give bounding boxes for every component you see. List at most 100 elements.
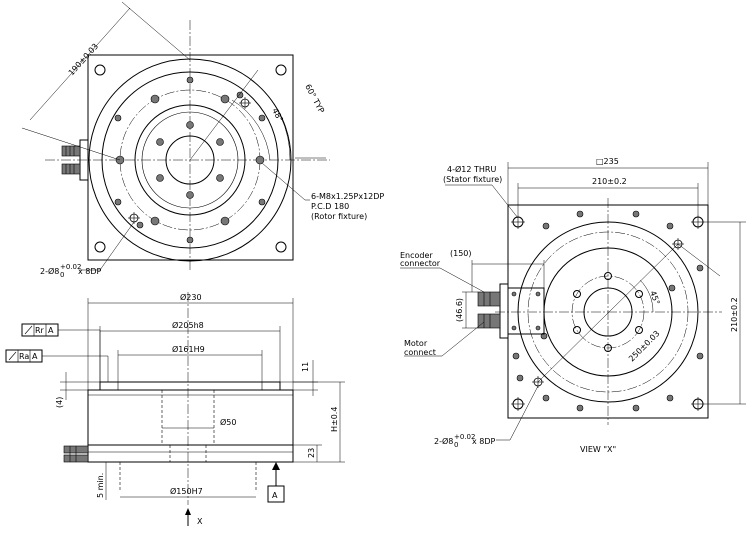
rotor-fixture-holes [115,94,265,226]
outer-hole [258,114,266,122]
rotor-hole [220,94,230,104]
top-view-corner-hole [94,64,106,76]
dim-161-group: Ø161H9 [117,344,263,382]
dim-46: (46.6) [455,298,464,322]
side-view-base [87,444,294,463]
outer-hole [258,198,266,206]
side-view-connector [63,445,89,463]
dim-210-side: 210±0.2 [730,297,739,332]
dim-23-group: 23 [293,444,322,462]
view-x-pin-tol-up: +0.02 [454,433,475,441]
view-x-pin-suffix: x 8DP [472,437,496,446]
top-view-corner-hole [275,64,287,76]
inner-hole [186,191,194,199]
rotor-hole [255,155,265,165]
dim-11-group: 11 [280,360,318,396]
datum-a-label: A [272,491,278,500]
inner-hole [156,138,164,146]
view-x-title: VIEW "X" [580,445,616,454]
stator-note-1: 4-Ø12 THRU [447,164,496,174]
dim-235: □235 [596,157,619,166]
pin-note-suffix: x 8DP [78,267,102,276]
dim-h: H±0.4 [330,407,339,432]
runout-ra-datum: A [32,352,38,361]
dim-230-group: Ø230 [87,292,294,390]
view-x-pin-main: 2-Ø8 [434,436,453,446]
dim-230: Ø230 [180,292,202,302]
dim-150-view-x-group: (150) [450,249,545,292]
dim-235-group: □235 [507,157,709,205]
top-view-diagonal-dim: 190±0.03 [21,1,191,161]
inner-hole [186,121,194,129]
outer-hole [186,236,194,244]
dim-150-view-x: (150) [450,249,472,258]
dim-50-group: Ø50 [162,417,236,429]
dim-45-group: 45° [639,279,661,313]
inner-hole [216,174,224,182]
pin-note-tol-low: 0 [60,271,64,279]
dim-250: 250±0.03 [627,329,662,364]
view-x-outer-holes [512,210,704,412]
side-view: Ø230 Ø205h8 Ø161H9 Ø50 Ø150H7 [5,292,345,526]
dim-5min: 5 min. [96,473,105,498]
motor-note-2: connect [404,348,436,357]
dim-45: 45° [648,290,661,306]
top-view-pin-note: 2-Ø8 +0.02 0 x 8DP [40,221,135,279]
outer-hole [114,114,122,122]
view-x-inner-holes [573,272,643,352]
pin-note-main: 2-Ø8 [40,266,59,276]
runout-ra-label: Ra [19,352,29,361]
dim-h-group: H±0.4 [293,381,345,463]
dim-50: Ø50 [220,417,236,427]
runout-ra: Ra A [5,349,109,382]
inner-bolt-holes [156,121,224,199]
view-x-pin-note: 2-Ø8 +0.02 0 x 8DP [434,385,539,449]
datum-a: A [267,462,285,503]
dim-161: Ø161H9 [172,344,205,354]
view-x-connector [477,283,545,339]
encoder-note-1: Encoder [400,251,433,260]
runout-rr-datum: A [48,326,54,335]
dim-4-group: (4) [55,372,100,408]
motor-note: Motor connect [404,321,485,357]
runout-rr-label: Rr [35,326,45,335]
top-view-connector [61,139,89,181]
outer-hole [236,91,244,99]
dim-210-top-group: 210±0.2 [517,177,699,215]
dim-210-side-group: 210±0.2 [705,221,746,405]
dim-150-group: Ø150H7 [120,486,256,498]
dim-205: Ø205h8 [172,320,204,330]
note-rotor-3: (Rotor fixture) [311,212,367,221]
rotor-hole [150,216,160,226]
stator-note-2: (Stator fixture) [443,175,502,184]
dim-5min-group: 5 min. [88,461,107,500]
view-x-pin-tol-low: 0 [454,441,458,449]
rotor-hole [220,216,230,226]
encoder-note: Encoder connector [400,251,485,293]
motor-note-1: Motor [404,339,428,348]
view-x: □235 210±0.2 210±0.2 4-Ø12 THRU (Stator … [400,157,746,454]
note-rotor-2: P.C.D 180 [311,202,349,211]
dim-210-top: 210±0.2 [592,177,627,186]
view-x-arrow: X [185,508,203,526]
dim-46-group: (46.6) [455,291,478,329]
view-x-arrow-label: X [197,517,203,526]
dowel-pin-holes [128,97,251,224]
side-view-top-plate [99,381,281,391]
rotor-fixture-note: 6-M8x1.25Px12DP P.C.D 180 (Rotor fixture… [261,162,384,221]
outer-ring-holes [114,76,266,244]
dim-4: (4) [55,397,64,408]
stator-holes [511,215,705,411]
stator-note: 4-Ø12 THRU (Stator fixture) [443,164,519,219]
runout-rr: Rr A [21,323,101,382]
note-rotor-1: 6-M8x1.25Px12DP [311,192,384,201]
outer-hole [114,198,122,206]
dim-11: 11 [301,362,310,372]
top-view-corner-hole [94,241,106,253]
side-view-body [87,389,294,446]
encoder-note-2: connector [400,259,441,268]
dim-23: 23 [307,448,316,458]
dim-150h7: Ø150H7 [170,486,203,496]
top-view: 190±0.03 60° TYP 48° 6-M8x1.25Px12DP P.C… [21,1,384,279]
